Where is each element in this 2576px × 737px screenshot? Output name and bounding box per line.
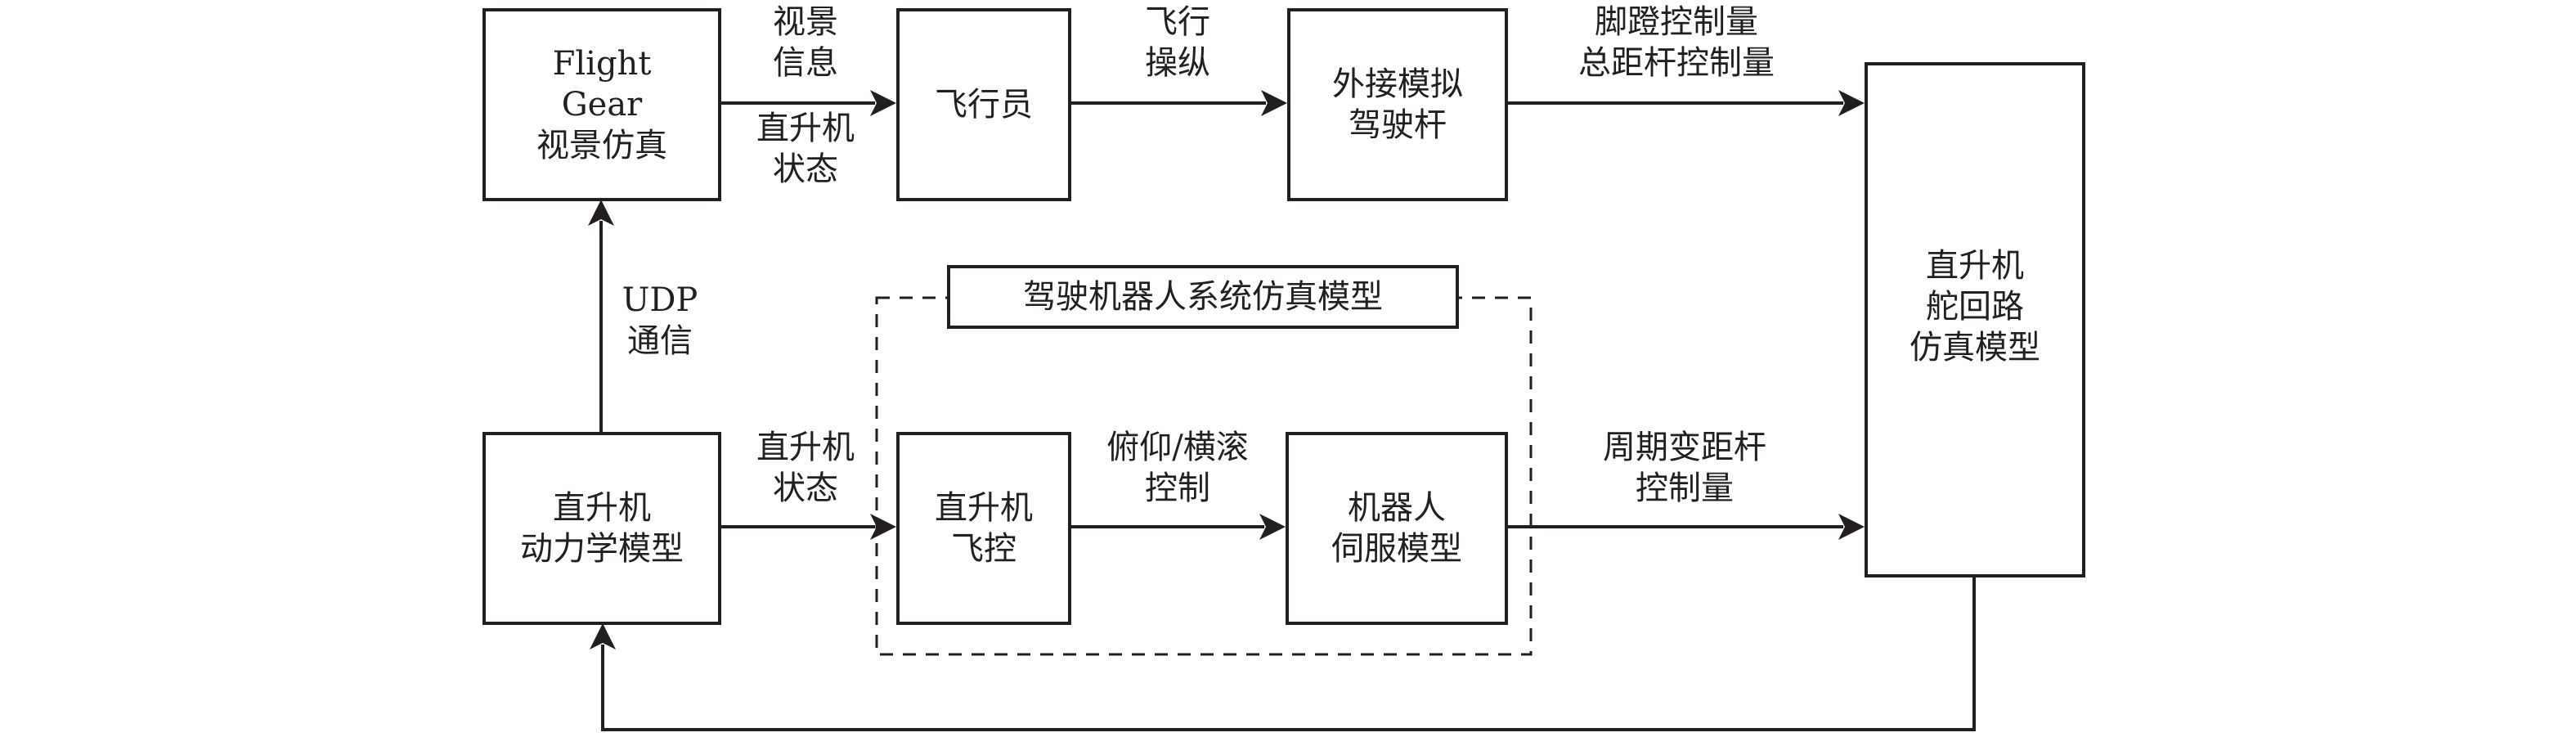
edge-label-line: 操纵 — [1145, 44, 1210, 82]
arrowhead-fc-to-servo — [1259, 514, 1286, 540]
block-pilot: 飞行员 — [896, 8, 1071, 201]
block-label-line: 直升机 — [935, 489, 1033, 527]
edge-label-udp-comm: UDP 通信 — [615, 280, 705, 362]
block-label-line: 飞控 — [951, 530, 1016, 568]
block-label-line: Gear — [561, 86, 643, 124]
edge-label-line: 状态 — [773, 470, 838, 507]
edge-label-line: 视景 — [773, 3, 838, 41]
block-label-line: 机器人 — [1348, 489, 1446, 527]
block-external-joystick: 外接模拟 驾驶杆 — [1287, 8, 1508, 201]
arrowhead-servo-to-rotor — [1838, 514, 1865, 540]
arrowhead-rotor-to-dynamics — [590, 623, 616, 649]
edge-label-line: 脚蹬控制量 — [1595, 3, 1758, 41]
block-flightgear-visual-sim: Flight Gear 视景仿真 — [482, 8, 721, 201]
arrowhead-dynamics-to-fc — [870, 514, 896, 540]
edge-label-pedal-collective: 脚蹬控制量 总距杆控制量 — [1537, 2, 1815, 83]
block-label-line: 视景仿真 — [536, 127, 667, 164]
edge-label-line: 直升机 — [756, 429, 855, 466]
edge-label-line: 信息 — [773, 44, 838, 82]
block-label-line: 直升机 — [1926, 247, 2024, 285]
edge-label-helicopter-state-top: 直升机 状态 — [736, 108, 875, 190]
group-title-box: 驾驶机器人系统仿真模型 — [947, 265, 1459, 329]
edge-label-helicopter-state-bottom: 直升机 状态 — [736, 427, 875, 509]
block-label-line: Flight — [552, 45, 652, 83]
block-label-line: 伺服模型 — [1331, 530, 1462, 568]
edge-rotor-to-dynamics — [601, 576, 1976, 731]
edge-label-line: 飞行 — [1145, 3, 1210, 41]
edge-label-line: 直升机 — [756, 110, 855, 147]
edge-label-line: 周期变距杆 — [1603, 429, 1766, 466]
arrowhead-fg-to-pilot — [870, 90, 896, 116]
edge-label-line: 控制量 — [1636, 470, 1734, 507]
block-label-line: 直升机 — [553, 489, 651, 527]
block-label-line: 动力学模型 — [520, 530, 684, 568]
arrowhead-dynamics-to-fg — [588, 200, 614, 226]
block-label-line: 飞行员 — [935, 86, 1033, 124]
block-label-line: 舵回路 — [1926, 288, 2024, 326]
group-title: 驾驶机器人系统仿真模型 — [1023, 278, 1383, 316]
edge-label-line: 通信 — [627, 322, 693, 360]
block-label-line: 仿真模型 — [1910, 329, 2040, 366]
edge-label-line: 状态 — [773, 151, 838, 188]
block-helicopter-dynamics: 直升机 动力学模型 — [482, 432, 721, 625]
edge-label-line: 控制 — [1145, 470, 1210, 507]
edge-label-line: 俯仰/横滚 — [1106, 429, 1249, 466]
block-flight-control: 直升机 飞控 — [896, 432, 1071, 625]
edge-label-flight-operation: 飞行 操纵 — [1112, 2, 1243, 83]
block-label-line: 外接模拟 — [1332, 65, 1463, 103]
edge-label-visual-info: 视景 信息 — [736, 2, 875, 83]
block-rotor-loop-sim-model: 直升机 舵回路 仿真模型 — [1865, 62, 2085, 577]
arrowhead-pilot-to-joystick — [1261, 90, 1287, 116]
arrowhead-joystick-to-rotor — [1838, 90, 1865, 116]
edge-label-pitch-roll-control: 俯仰/横滚 控制 — [1075, 427, 1280, 509]
block-robot-servo-model: 机器人 伺服模型 — [1286, 432, 1508, 625]
block-label-line: 驾驶杆 — [1349, 106, 1447, 144]
edge-label-line: UDP — [622, 281, 698, 319]
edge-label-line: 总距杆控制量 — [1578, 44, 1775, 82]
edge-label-cyclic-control: 周期变距杆 控制量 — [1562, 427, 1807, 509]
